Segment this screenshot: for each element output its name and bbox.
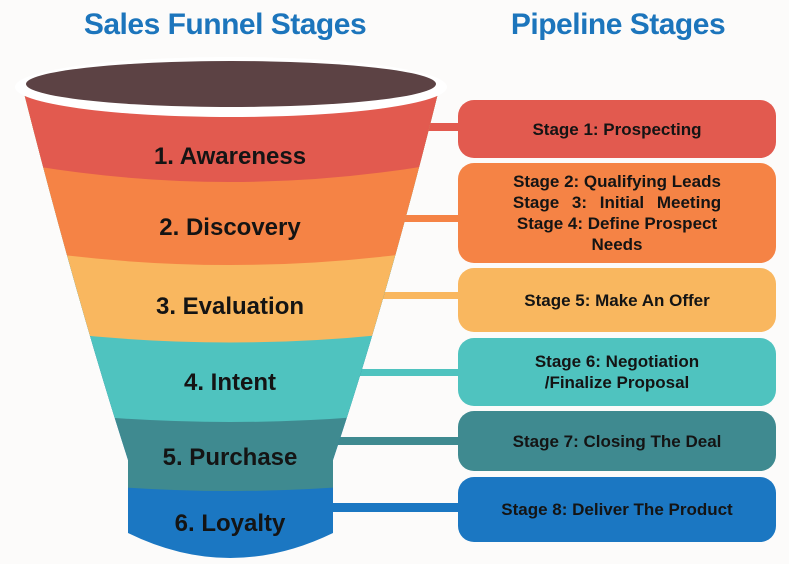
pipeline-box-6-text: Stage 8: Deliver The Product (501, 500, 733, 519)
pipeline-box-1-text: Stage 1: Prospecting (532, 119, 702, 139)
connector-line-5 (322, 437, 462, 445)
funnel-mouth (26, 61, 436, 107)
funnel-stage-label-discovery: 2. Discovery (159, 214, 301, 241)
pipeline-box-1: Stage 1: Prospecting (458, 100, 776, 158)
pipeline-box-2-line-4: Needs (591, 235, 643, 254)
connector-line-1 (420, 123, 462, 131)
pipeline-box-3: Stage 5: Make An Offer (458, 268, 776, 332)
connector-line-2 (392, 215, 462, 222)
pipeline-box-4-line-1: Stage 6: Negotiation (534, 352, 700, 371)
pipeline-box-2-line-3: Stage 4: Define Prospect (516, 214, 718, 233)
pipeline-box-4-line-2: /Finalize Proposal (544, 373, 690, 392)
funnel-graphic (22, 61, 440, 558)
pipeline-box-2-line-2: Stage 3: Initial Meeting (512, 193, 722, 212)
funnel-stage-label-loyalty: 6. Loyalty (174, 510, 286, 537)
pipeline-title: Pipeline Stages (510, 8, 726, 41)
connector-line-6 (314, 503, 462, 512)
pipeline-box-6: Stage 8: Deliver The Product (458, 477, 776, 542)
pipeline-box-2: Stage 2: Qualifying Leads Stage 3: Initi… (458, 163, 776, 263)
funnel-stage-label-awareness: 1. Awareness (153, 143, 307, 170)
connector-line-4 (342, 369, 462, 376)
funnel-title: Sales Funnel Stages (83, 8, 367, 41)
funnel-stage-label-purchase: 5. Purchase (162, 444, 298, 471)
funnel-stage-label-evaluation: 3. Evaluation (155, 293, 305, 320)
connector-line-3 (366, 292, 462, 299)
pipeline-box-2-line-1: Stage 2: Qualifying Leads (513, 172, 721, 191)
pipeline-box-5-text: Stage 7: Closing The Deal (512, 431, 722, 451)
pipeline-box-5: Stage 7: Closing The Deal (458, 411, 776, 471)
funnel-stage-label-intent: 4. Intent (183, 369, 276, 396)
pipeline-box-4: Stage 6: Negotiation /Finalize Proposal (458, 338, 776, 406)
pipeline-box-3-text: Stage 5: Make An Offer (524, 290, 710, 310)
